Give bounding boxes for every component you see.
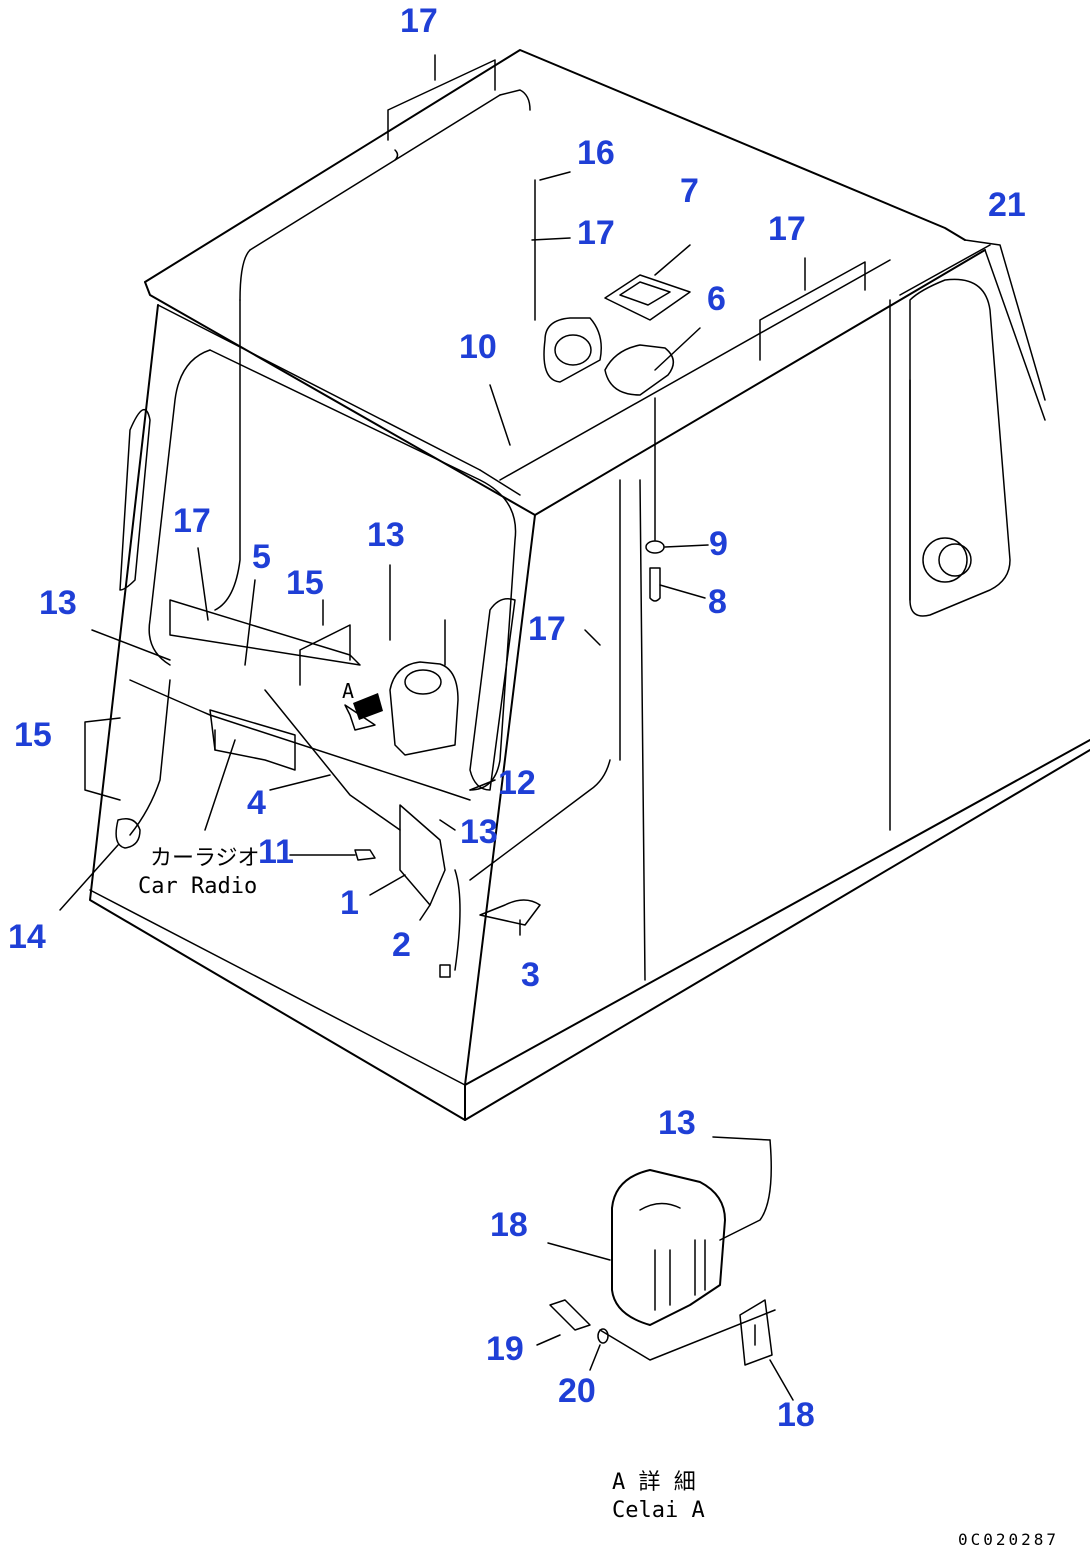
- callout-18-bracket: 18: [777, 1396, 815, 1434]
- callout-7: 7: [680, 172, 699, 210]
- detail-a-title-en: Celai A: [612, 1498, 705, 1523]
- callout-13-dash-right: 13: [460, 813, 498, 851]
- callout-11: 11: [258, 833, 294, 871]
- car-radio-label-jp: カーラジオ: [150, 846, 260, 871]
- detail-a-bracket: [739, 1299, 773, 1366]
- dashboard-wiring: [115, 599, 541, 978]
- callout-1: 1: [340, 884, 359, 922]
- callout-3: 3: [521, 956, 540, 994]
- callout-15-left: 15: [14, 716, 52, 754]
- detail-a-tank: [599, 1139, 776, 1361]
- callout-20: 20: [558, 1372, 596, 1410]
- view-arrow-a: [353, 693, 383, 720]
- callout-17-roof-mid: 17: [577, 214, 615, 252]
- leader-lines: [59, 54, 991, 1401]
- callout-9: 9: [709, 525, 728, 563]
- door-window: [469, 278, 1011, 981]
- cab-roof: [144, 49, 986, 516]
- cab-body: [89, 239, 1090, 1121]
- callout-17-roof-right: 17: [768, 210, 806, 248]
- callout-10: 10: [459, 328, 497, 366]
- callout-13-dash-left: 13: [39, 584, 77, 622]
- callout-13-tank: 13: [367, 516, 405, 554]
- front-window-frame: [119, 299, 517, 791]
- callout-17-window-left: 17: [173, 502, 211, 540]
- callout-6: 6: [707, 280, 726, 318]
- callout-15-dash: 15: [286, 564, 324, 602]
- callout-4: 4: [247, 784, 266, 822]
- detail-a-bolt-washer: [549, 1299, 609, 1344]
- callout-16: 16: [577, 134, 615, 172]
- view-a-label: A: [342, 679, 355, 703]
- callout-17-roof-left: 17: [400, 2, 438, 40]
- callout-19: 19: [486, 1330, 524, 1368]
- dome-lamp: [604, 344, 674, 541]
- callout-8: 8: [708, 583, 727, 621]
- callout-17-door: 17: [528, 610, 566, 648]
- callout-5: 5: [252, 538, 271, 576]
- car-radio-label-en: Car Radio: [138, 874, 258, 899]
- detail-a-title-jp: A 詳 細: [612, 1470, 696, 1495]
- side-speaker: [922, 537, 972, 583]
- callout-21: 21: [988, 186, 1026, 224]
- callout-2: 2: [392, 926, 411, 964]
- roof-speaker: [543, 317, 602, 383]
- callout-14: 14: [8, 918, 46, 956]
- callout-13-detail: 13: [658, 1104, 696, 1142]
- bolt-and-washer: [645, 540, 665, 602]
- drawing-code: 0C020287: [958, 1530, 1060, 1549]
- dome-lamp-cover: [604, 274, 691, 321]
- callout-18-tank: 18: [490, 1206, 528, 1244]
- callout-12: 12: [498, 764, 536, 802]
- washer-tank: [389, 619, 459, 756]
